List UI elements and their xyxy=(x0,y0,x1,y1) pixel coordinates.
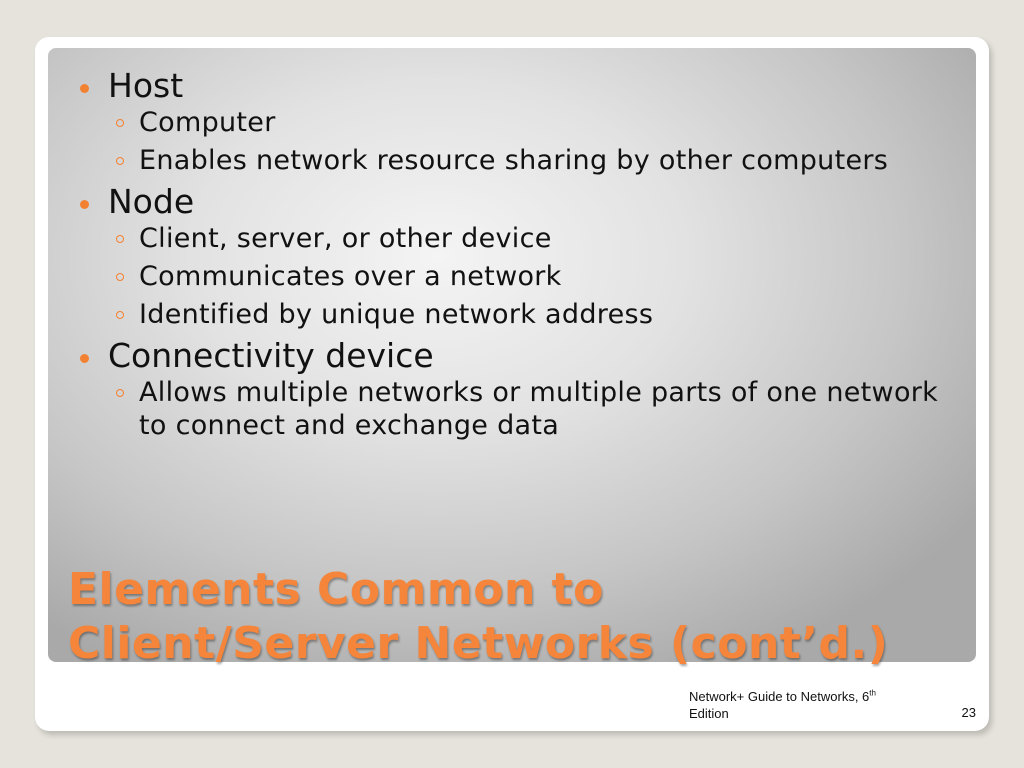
bullet-dot-icon xyxy=(80,200,89,209)
sub-bullet-ring-icon xyxy=(116,119,124,127)
bullet-node: Node xyxy=(78,182,958,222)
bullet-dot-icon xyxy=(80,354,89,363)
footer-edition-word: Edition xyxy=(689,706,729,721)
bullet-text: Node xyxy=(108,182,195,221)
sub-bullet-ring-icon xyxy=(116,311,124,319)
sub-bullet-text: Allows multiple networks or multiple par… xyxy=(139,377,939,441)
sub-bullet: Communicates over a network xyxy=(78,260,958,293)
slide-title-line-1: Elements Common to xyxy=(68,564,604,615)
footer-book-title: Network+ Guide to Networks, 6th Edition xyxy=(689,688,929,722)
page-number: 23 xyxy=(961,705,976,720)
slide-title-line-2: Client/Server Networks (cont’d.) xyxy=(68,618,889,669)
sub-bullet: Computer xyxy=(78,106,958,139)
bullet-text: Host xyxy=(108,66,184,105)
sub-bullet-ring-icon xyxy=(116,157,124,165)
bullet-text: Connectivity device xyxy=(108,336,434,375)
sub-bullet: Identified by unique network address xyxy=(78,298,958,331)
sub-bullet-text: Client, server, or other device xyxy=(139,223,552,254)
sub-bullet-text: Identified by unique network address xyxy=(139,299,654,330)
slide-title: Elements Common to Client/Server Network… xyxy=(68,563,968,671)
sub-bullet-ring-icon xyxy=(116,389,124,397)
sub-bullet-ring-icon xyxy=(116,235,124,243)
sub-bullet: Allows multiple networks or multiple par… xyxy=(78,376,958,442)
sub-bullet: Enables network resource sharing by othe… xyxy=(78,144,958,177)
bullet-connectivity-device: Connectivity device xyxy=(78,336,958,376)
content-panel xyxy=(48,48,976,662)
sub-bullet-text: Enables network resource sharing by othe… xyxy=(139,145,889,176)
bullet-dot-icon xyxy=(80,84,89,93)
sub-bullet-text: Communicates over a network xyxy=(139,261,562,292)
sub-bullet-text: Computer xyxy=(139,107,276,138)
sub-bullet: Client, server, or other device xyxy=(78,222,958,255)
bullet-host: Host xyxy=(78,66,958,106)
footer-title-text: Network+ Guide to Networks, 6 xyxy=(689,689,870,704)
sub-bullet-ring-icon xyxy=(116,273,124,281)
bullet-list: Host Computer Enables network resource s… xyxy=(78,66,958,442)
footer-edition-superscript: th xyxy=(869,688,876,698)
